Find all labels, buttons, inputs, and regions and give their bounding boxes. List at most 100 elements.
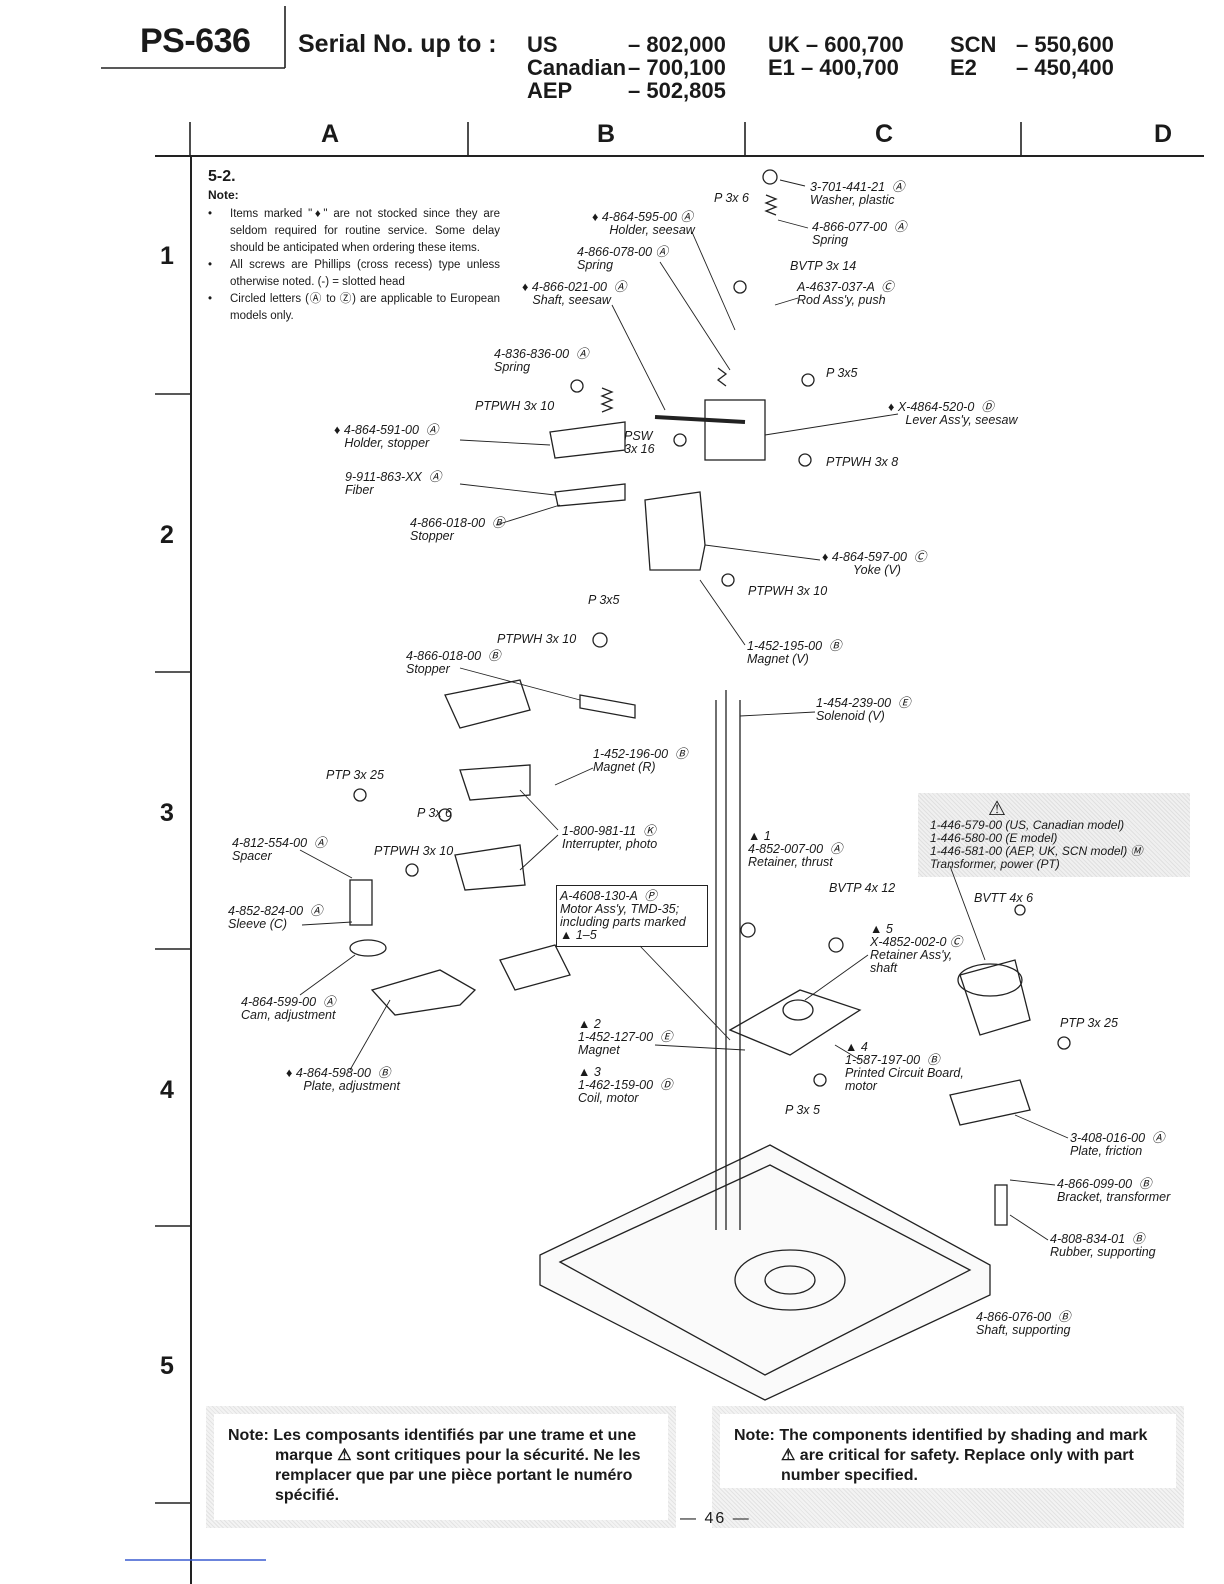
note-list: •Items marked "♦" are not stocked since …: [208, 206, 500, 325]
transformer-core: [959, 959, 1031, 1036]
screw: [438, 808, 452, 822]
screw: [813, 1073, 827, 1087]
serial-value: – 502,805: [628, 78, 726, 103]
note-item: •Items marked "♦" are not stocked since …: [208, 208, 500, 254]
page-number: — 46 —: [680, 1510, 751, 1527]
label-ptp3x25: PTP 3x 25: [1060, 1016, 1118, 1030]
label-magnet: ▲ 2 1-452-127-00 Ⓔ Magnet: [578, 1017, 673, 1057]
grid-row-2: 2: [160, 521, 174, 549]
seesaw-shaft: [654, 415, 746, 424]
label-rubber-supporting: 4-808-834-01 Ⓑ Rubber, supporting: [1050, 1232, 1156, 1259]
model-name: PS-636: [140, 22, 251, 60]
interrupter-block: [459, 764, 531, 801]
chassis-hub: [734, 1249, 846, 1311]
serial-region: US: [527, 32, 558, 57]
screw: [405, 863, 419, 877]
label-retainer-thrust: ▲ 1 4-852-007-00 Ⓐ Retainer, thrust: [748, 829, 843, 869]
chassis-hub-inner: [764, 1265, 816, 1295]
note-item: •Circled letters (Ⓐ to Ⓩ) are applicable…: [208, 293, 500, 322]
chassis: [539, 1144, 991, 1401]
grid-row-3: 3: [160, 799, 174, 827]
grid-column-c: C: [874, 120, 894, 148]
label-cam-adjustment: 4-864-599-00 Ⓐ Cam, adjustment: [241, 995, 336, 1022]
screw: [1014, 904, 1026, 916]
label-motor-assembly: A-4608-130-A Ⓟ Motor Ass'y, TMD-35; incl…: [560, 889, 686, 942]
interrupter-block: [454, 844, 526, 891]
label-stopper: 4-866-018-00 Ⓑ Stopper: [406, 649, 501, 676]
grid-column-a: A: [320, 120, 340, 148]
screw: [798, 453, 812, 467]
label-bvtp3x14: BVTP 3x 14: [790, 259, 857, 273]
label-shaft-seesaw: ♦ 4-866-021-00 Ⓐ Shaft, seesaw: [522, 280, 627, 307]
label-ptpwh3x10: PTPWH 3x 10: [475, 399, 555, 413]
serial-region: Canadian: [527, 55, 627, 80]
label-bvtt4x6: BVTT 4x 6: [974, 891, 1034, 905]
serial-region: SCN: [950, 32, 997, 57]
screw: [673, 433, 687, 447]
spring: [600, 387, 614, 413]
holder-stopper: [549, 421, 626, 459]
label-sleeve: 4-852-824-00 Ⓐ Sleeve (C): [228, 904, 323, 931]
label-transformer-power: 1-446-579-00 (US, Canadian model) 1-446-…: [930, 818, 1143, 871]
serial-value: – 802,000: [628, 32, 726, 57]
label-magnet-v: 1-452-195-00 Ⓑ Magnet (V): [747, 639, 842, 666]
spacer: [349, 879, 373, 926]
label-ptpwh3x10: PTPWH 3x 10: [374, 844, 454, 858]
label-p3x5: P 3x5: [588, 593, 620, 607]
yoke: [644, 491, 706, 571]
transformer-shading: [918, 793, 1190, 877]
plate-adjustment: [370, 969, 477, 1016]
label-p3x6: P 3x 6: [714, 191, 749, 205]
label-magnet-r: 1-452-196-00 Ⓑ Magnet (R): [593, 747, 688, 774]
transformer-coil: [957, 963, 1023, 997]
grid-column-b: B: [596, 120, 616, 148]
rubber-supporting: [994, 1184, 1008, 1226]
label-bvtp4x12: BVTP 4x 12: [829, 881, 896, 895]
label-p3x6: P 3x 6: [417, 806, 452, 820]
screw: [721, 573, 735, 587]
label-holder-seesaw: ♦ 4-864-595-00 Ⓐ Holder, seesaw: [592, 210, 695, 237]
label-fiber: 9-911-863-XX Ⓐ Fiber: [345, 470, 442, 497]
label-holder-stopper: ♦ 4-864-591-00 Ⓐ Holder, stopper: [334, 423, 439, 450]
photo-interrupter: [499, 944, 571, 991]
note-box-french: Note: Les composants identifiés par une …: [206, 1406, 676, 1528]
bullet: •: [208, 208, 213, 220]
label-ptpwh3x10: PTPWH 3x 10: [748, 584, 828, 598]
fiber-plate: [554, 483, 626, 507]
label-p3x5: P 3x5: [826, 366, 858, 380]
motor-rotor: [782, 999, 814, 1021]
grid-row-5: 5: [160, 1352, 174, 1380]
screw: [801, 373, 815, 387]
serial-value: – 450,400: [1016, 55, 1114, 80]
label-pcb-motor: ▲ 4 1-587-197-00 Ⓑ Printed Circuit Board…: [845, 1040, 964, 1093]
serial-region-value: UK – 600,700: [768, 32, 904, 57]
serial-value: – 550,600: [1016, 32, 1114, 57]
label-stopper: 4-866-018-00 Ⓑ Stopper: [410, 516, 505, 543]
screw: [1057, 1036, 1071, 1050]
stopper: [579, 694, 636, 719]
screw: [353, 788, 367, 802]
label-rod-push: A-4637-037-A Ⓒ Rod Ass'y, push: [797, 280, 894, 307]
label-ptpwh3x10: PTPWH 3x 10: [497, 632, 577, 646]
label-psw: PSW 3x 16: [624, 429, 655, 456]
label-retainer-shaft: ▲ 5 X-4852-002-0 Ⓒ Retainer Ass'y, shaft: [870, 922, 963, 975]
screw: [740, 922, 756, 938]
note-french: Note: Les composants identifiés par une …: [228, 1427, 641, 1504]
serial-label: Serial No. up to :: [298, 30, 497, 58]
serial-region: AEP: [527, 78, 573, 103]
label-plate-adjustment: ♦ 4-864-598-00 Ⓑ Plate, adjustment: [286, 1066, 400, 1093]
seesaw-lever: [704, 399, 766, 461]
leader-lines: [299, 179, 1069, 1241]
grid-row-1: 1: [160, 242, 174, 270]
cam: [349, 939, 387, 957]
label-solenoid: 1-454-239-00 Ⓔ Solenoid (V): [816, 696, 911, 723]
grid-row-4: 4: [160, 1076, 174, 1104]
motor-pcb: [728, 989, 862, 1056]
warning-icon: ⚠: [988, 798, 1006, 820]
serial-region-value: E1 – 400,700: [768, 55, 899, 80]
interrupter-plate: [444, 679, 531, 729]
label-bracket-transformer: 4-866-099-00 Ⓑ Bracket, transformer: [1057, 1177, 1171, 1204]
screw: [570, 379, 584, 393]
note-box-english: Note: The components identified by shadi…: [712, 1406, 1184, 1528]
